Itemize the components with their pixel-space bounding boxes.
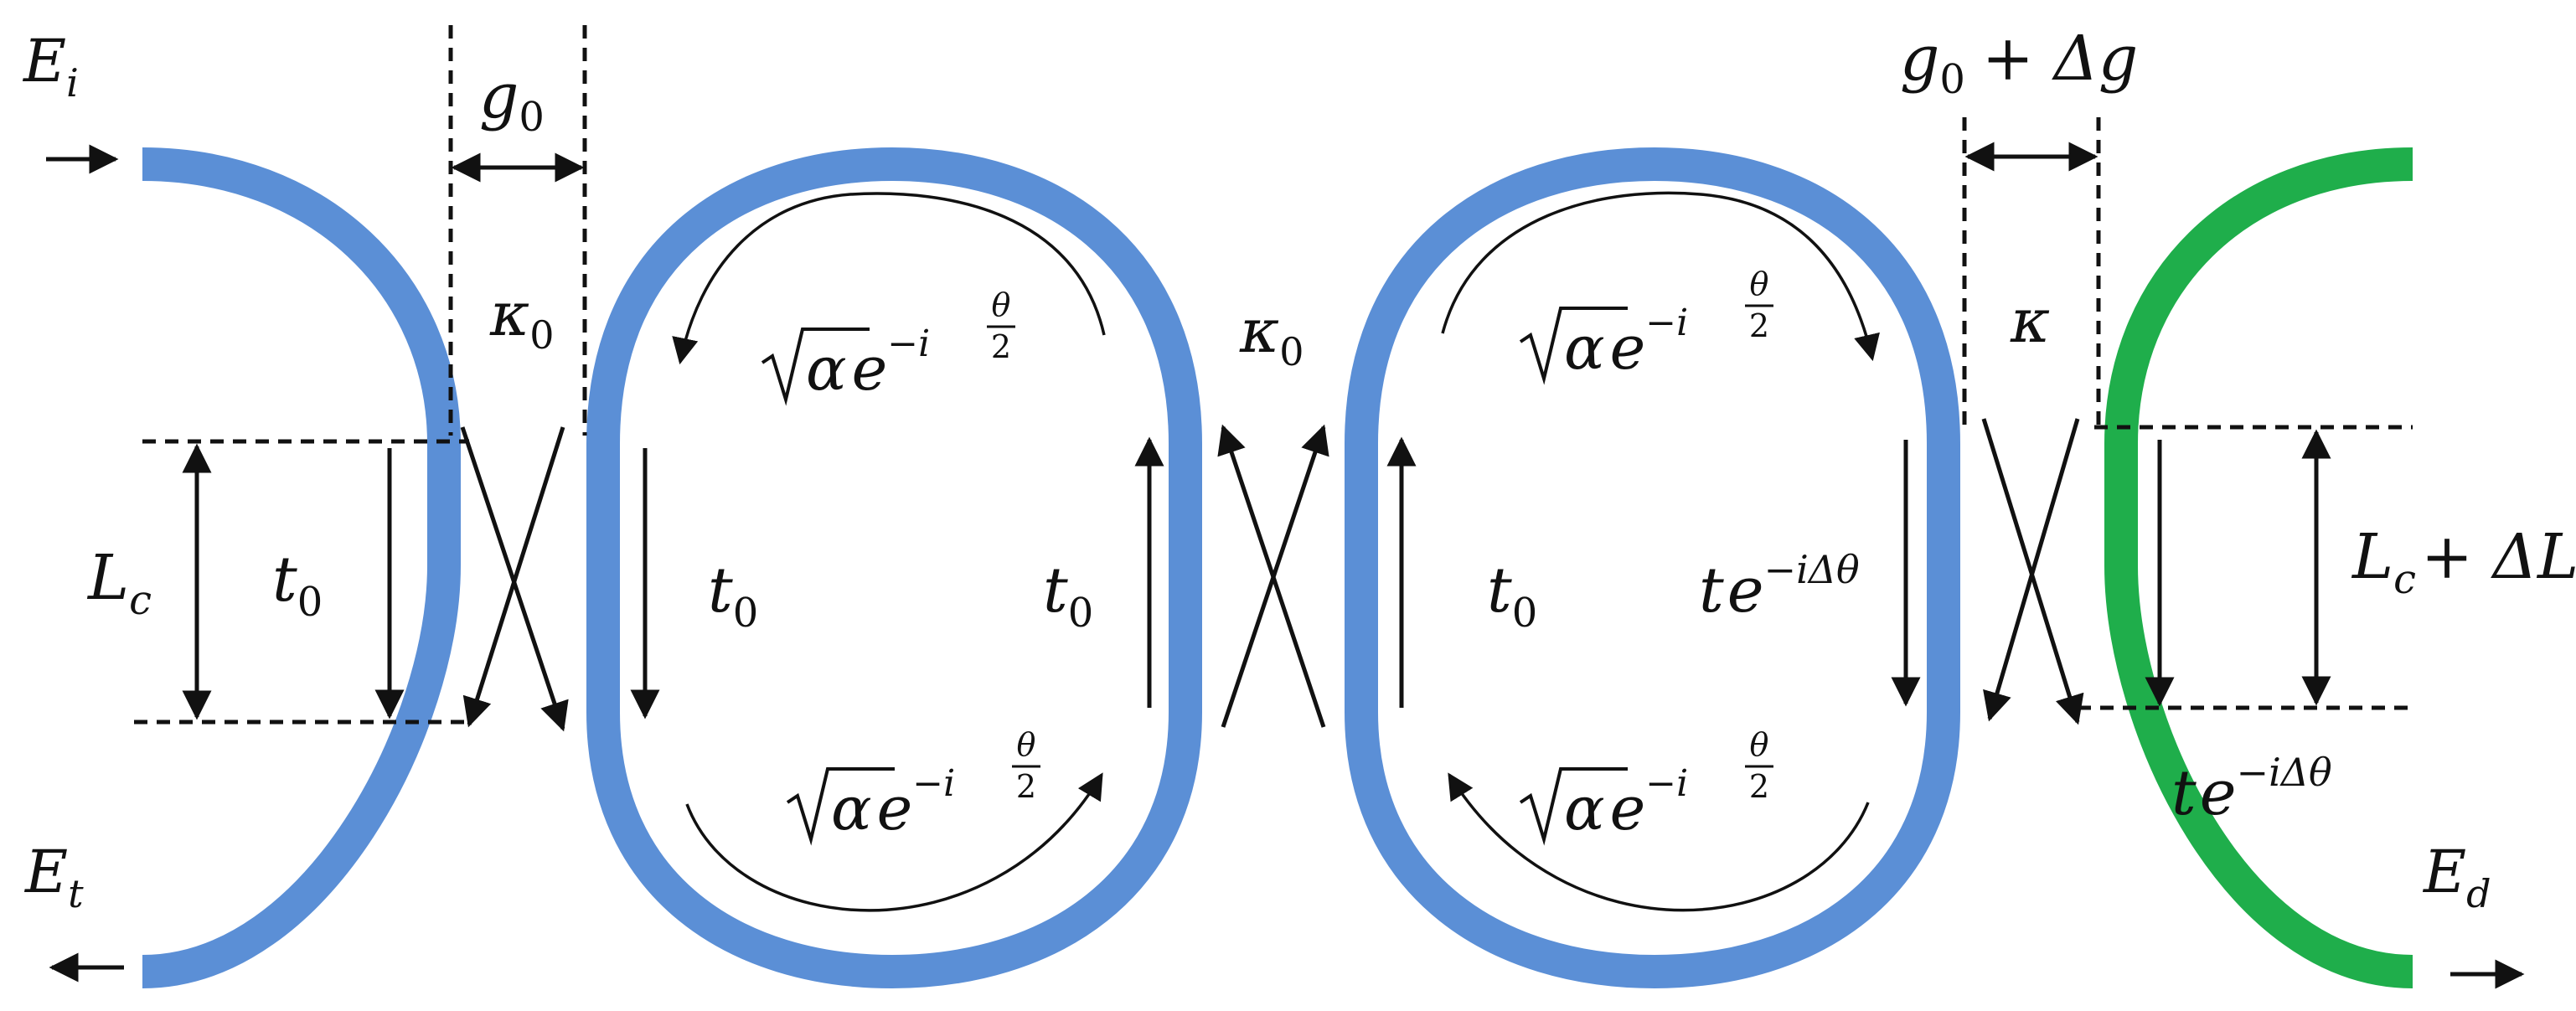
drop-bus-waveguide	[2104, 147, 2413, 988]
coupling-length-right-label: Lc+ ΔL	[2351, 521, 2576, 603]
phase-label-ring2-top: αe−i θ 2	[1519, 266, 1773, 385]
through-field-label: Et	[23, 838, 84, 916]
svg-text:αe−i: αe−i	[806, 322, 930, 404]
svg-text:θ: θ	[1750, 266, 1769, 302]
gap-left-label: g0	[479, 60, 545, 141]
coupler3-cross-b	[1983, 418, 2080, 722]
t-drop-label: te−iΔθ	[2171, 750, 2332, 829]
svg-text:2: 2	[1749, 307, 1769, 344]
ring-resonator-1	[586, 147, 1202, 989]
ring-resonator-2	[1345, 147, 1960, 989]
phase-label-ring1-top: αe−i θ 2	[761, 286, 1015, 406]
ring1-top-circulation-arrow	[672, 192, 1106, 365]
ring2-top-circulation-arrow	[1441, 191, 1880, 362]
phase-label-ring2-bottom: αe−i θ 2	[1519, 726, 1773, 846]
coupler1-cross-b	[462, 426, 565, 728]
coupler3-cross-a	[1981, 418, 2084, 725]
svg-text:2: 2	[1749, 768, 1769, 805]
svg-text:αe−i: αe−i	[1564, 762, 1688, 843]
svg-text:θ: θ	[992, 286, 1011, 323]
kappa-right-label: κ	[2010, 286, 2050, 356]
t-ring2-right-label: te−iΔθ	[1699, 547, 1860, 627]
input-field-label: Ei	[22, 27, 79, 106]
t-ring1-left-label: t0	[708, 555, 758, 637]
svg-text:θ: θ	[1750, 726, 1769, 763]
svg-text:αe−i: αe−i	[1564, 302, 1688, 383]
coupler1-cross-a	[460, 426, 569, 732]
svg-text:2: 2	[991, 328, 1011, 365]
kappa-mid-label: κ0	[1239, 296, 1304, 374]
ring2-bottom-circulation-arrow	[1448, 772, 1870, 912]
t-ring1-right-label: t0	[1043, 555, 1093, 637]
svg-text:θ: θ	[1017, 726, 1036, 763]
kappa-left-label: κ0	[489, 279, 555, 358]
t-ring2-left-label: t0	[1487, 555, 1537, 637]
coupling-length-left-label: Lc	[86, 542, 152, 624]
phase-label-ring1-bottom: αe−i θ 2	[786, 726, 1040, 846]
gap-right-label: g0+ Δg	[1900, 23, 2138, 103]
svg-text:2: 2	[1016, 768, 1036, 805]
input-bus-waveguide	[142, 147, 461, 988]
drop-field-label: Ed	[2422, 838, 2491, 916]
coupler2-cross-b	[1217, 424, 1326, 728]
ring1-bottom-circulation-arrow	[685, 772, 1103, 912]
t-bus-label: t0	[272, 544, 323, 626]
svg-text:αe−i: αe−i	[831, 762, 955, 843]
